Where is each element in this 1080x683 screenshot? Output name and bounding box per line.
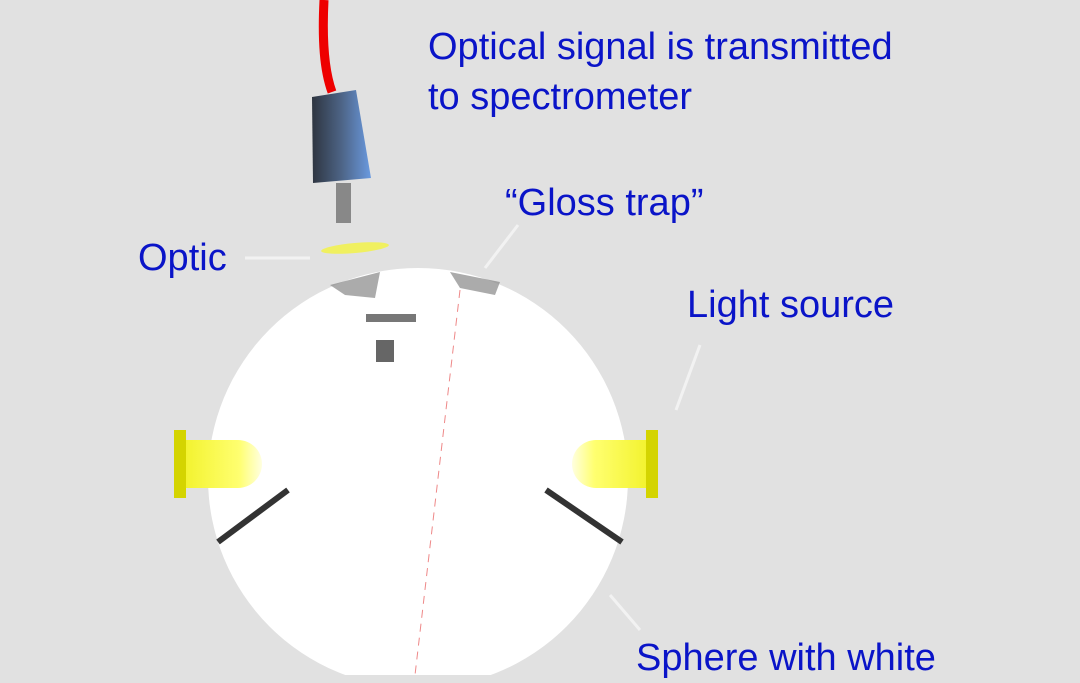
- light-source-pointer: [674, 344, 702, 411]
- lamp-left-bulb: [186, 440, 262, 488]
- sphere-label: Sphere with white: [636, 637, 936, 679]
- gloss-trap: [330, 272, 500, 298]
- port-marker-2: [376, 340, 394, 362]
- sphere-pointer: [608, 594, 642, 631]
- optic-lens: [321, 242, 389, 254]
- light-source-label: Light source: [687, 284, 895, 326]
- fiber-connector: [312, 90, 371, 183]
- gloss-trap-label: “Gloss trap”: [505, 182, 704, 224]
- port-marker: [366, 314, 416, 322]
- lamp-right-base: [646, 430, 658, 498]
- center-axis-line: [414, 289, 461, 675]
- sphere: [208, 268, 628, 675]
- fiber-cable: [318, 0, 337, 94]
- connector-tip: [336, 183, 351, 223]
- lamp-left-base: [174, 430, 186, 498]
- lamp-right-bulb: [572, 440, 646, 488]
- signal-label-line2: to spectrometer: [428, 76, 692, 118]
- optic-label: Optic: [138, 237, 227, 279]
- baffle-right: [544, 487, 624, 545]
- gloss-trap-pointer: [483, 224, 520, 269]
- signal-label-line1: Optical signal is transmitted: [428, 26, 893, 68]
- baffle-left: [216, 487, 290, 545]
